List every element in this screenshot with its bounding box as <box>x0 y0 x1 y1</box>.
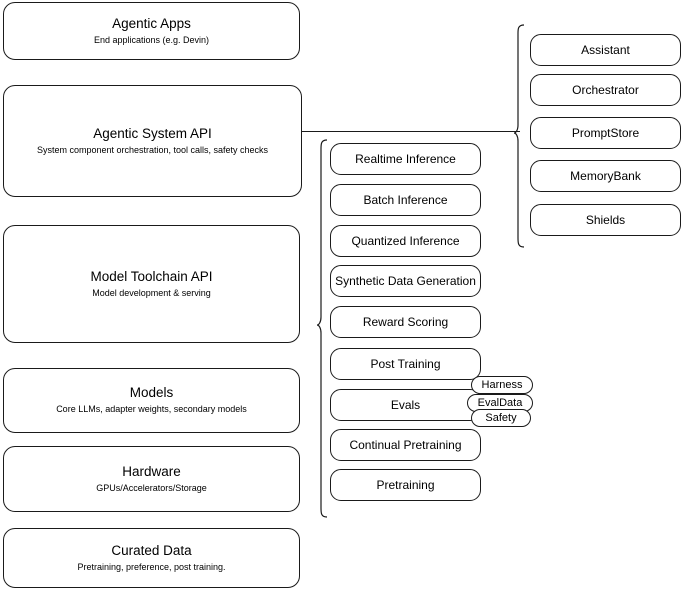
chip-label: Batch Inference <box>363 193 448 207</box>
toolchain-chip-batch-inference[interactable]: Batch Inference <box>330 184 481 216</box>
layer-box-models[interactable]: Models Core LLMs, adapter weights, secon… <box>3 368 300 433</box>
toolchain-chip-pretraining[interactable]: Pretraining <box>330 469 481 501</box>
chip-label: Realtime Inference <box>355 152 456 166</box>
layer-box-hardware[interactable]: Hardware GPUs/Accelerators/Storage <box>3 446 300 512</box>
layer-title: Curated Data <box>111 542 192 558</box>
chip-label: Reward Scoring <box>362 315 449 329</box>
system-chip-orchestrator[interactable]: Orchestrator <box>530 74 681 106</box>
layer-subtitle: End applications (e.g. Devin) <box>93 34 210 45</box>
pill-label: Safety <box>485 411 517 424</box>
chip-label: Evals <box>390 398 421 412</box>
layer-box-agentic-system-api[interactable]: Agentic System API System component orch… <box>3 85 302 197</box>
toolchain-components-brace <box>316 139 328 518</box>
toolchain-chip-continual-pretraining[interactable]: Continual Pretraining <box>330 429 481 461</box>
pill-label: Harness <box>481 378 523 391</box>
chip-label: Pretraining <box>376 478 435 492</box>
evals-pill-safety[interactable]: Safety <box>471 409 531 427</box>
layer-box-curated-data[interactable]: Curated Data Pretraining, preference, po… <box>3 528 300 588</box>
chip-label: PromptStore <box>571 126 640 140</box>
layer-box-agentic-apps[interactable]: Agentic Apps End applications (e.g. Devi… <box>3 2 300 60</box>
layer-title: Model Toolchain API <box>90 268 213 284</box>
layer-subtitle: Core LLMs, adapter weights, secondary mo… <box>56 404 247 414</box>
system-chip-promptstore[interactable]: PromptStore <box>530 117 681 149</box>
toolchain-chip-post-training[interactable]: Post Training <box>330 348 481 380</box>
chip-label: Post Training <box>370 357 441 371</box>
layer-title: Hardware <box>122 463 181 479</box>
layer-subtitle: Pretraining, preference, post training. <box>77 561 226 572</box>
chip-label: Assistant <box>581 43 630 57</box>
chip-label: Quantized Inference <box>351 234 460 248</box>
system-chip-memorybank[interactable]: MemoryBank <box>530 160 681 192</box>
system-chip-assistant[interactable]: Assistant <box>530 34 681 66</box>
layer-subtitle: GPUs/Accelerators/Storage <box>96 482 207 493</box>
toolchain-chip-evals[interactable]: Evals <box>330 389 481 421</box>
layer-title: Agentic Apps <box>112 15 191 31</box>
chip-label: Shields <box>585 213 626 227</box>
layer-title: Agentic System API <box>93 125 212 141</box>
toolchain-chip-synthetic-data-generation[interactable]: Synthetic Data Generation <box>330 265 481 297</box>
chip-label: Synthetic Data Generation <box>335 274 476 288</box>
toolchain-chip-realtime-inference[interactable]: Realtime Inference <box>330 143 481 175</box>
chip-label: MemoryBank <box>570 169 641 183</box>
pill-label: EvalData <box>477 396 523 409</box>
layer-subtitle: Model development & serving <box>92 287 211 298</box>
system-components-brace <box>513 24 525 248</box>
layer-box-model-toolchain-api[interactable]: Model Toolchain API Model development & … <box>3 225 300 343</box>
system-api-connector-line <box>302 131 520 132</box>
chip-label: Continual Pretraining <box>349 438 462 452</box>
layer-subtitle: System component orchestration, tool cal… <box>36 144 269 155</box>
system-chip-shields[interactable]: Shields <box>530 204 681 236</box>
toolchain-chip-quantized-inference[interactable]: Quantized Inference <box>330 225 481 257</box>
chip-label: Orchestrator <box>572 83 639 97</box>
toolchain-chip-reward-scoring[interactable]: Reward Scoring <box>330 306 481 338</box>
evals-pill-harness[interactable]: Harness <box>471 376 533 394</box>
layer-title: Models <box>129 385 174 400</box>
